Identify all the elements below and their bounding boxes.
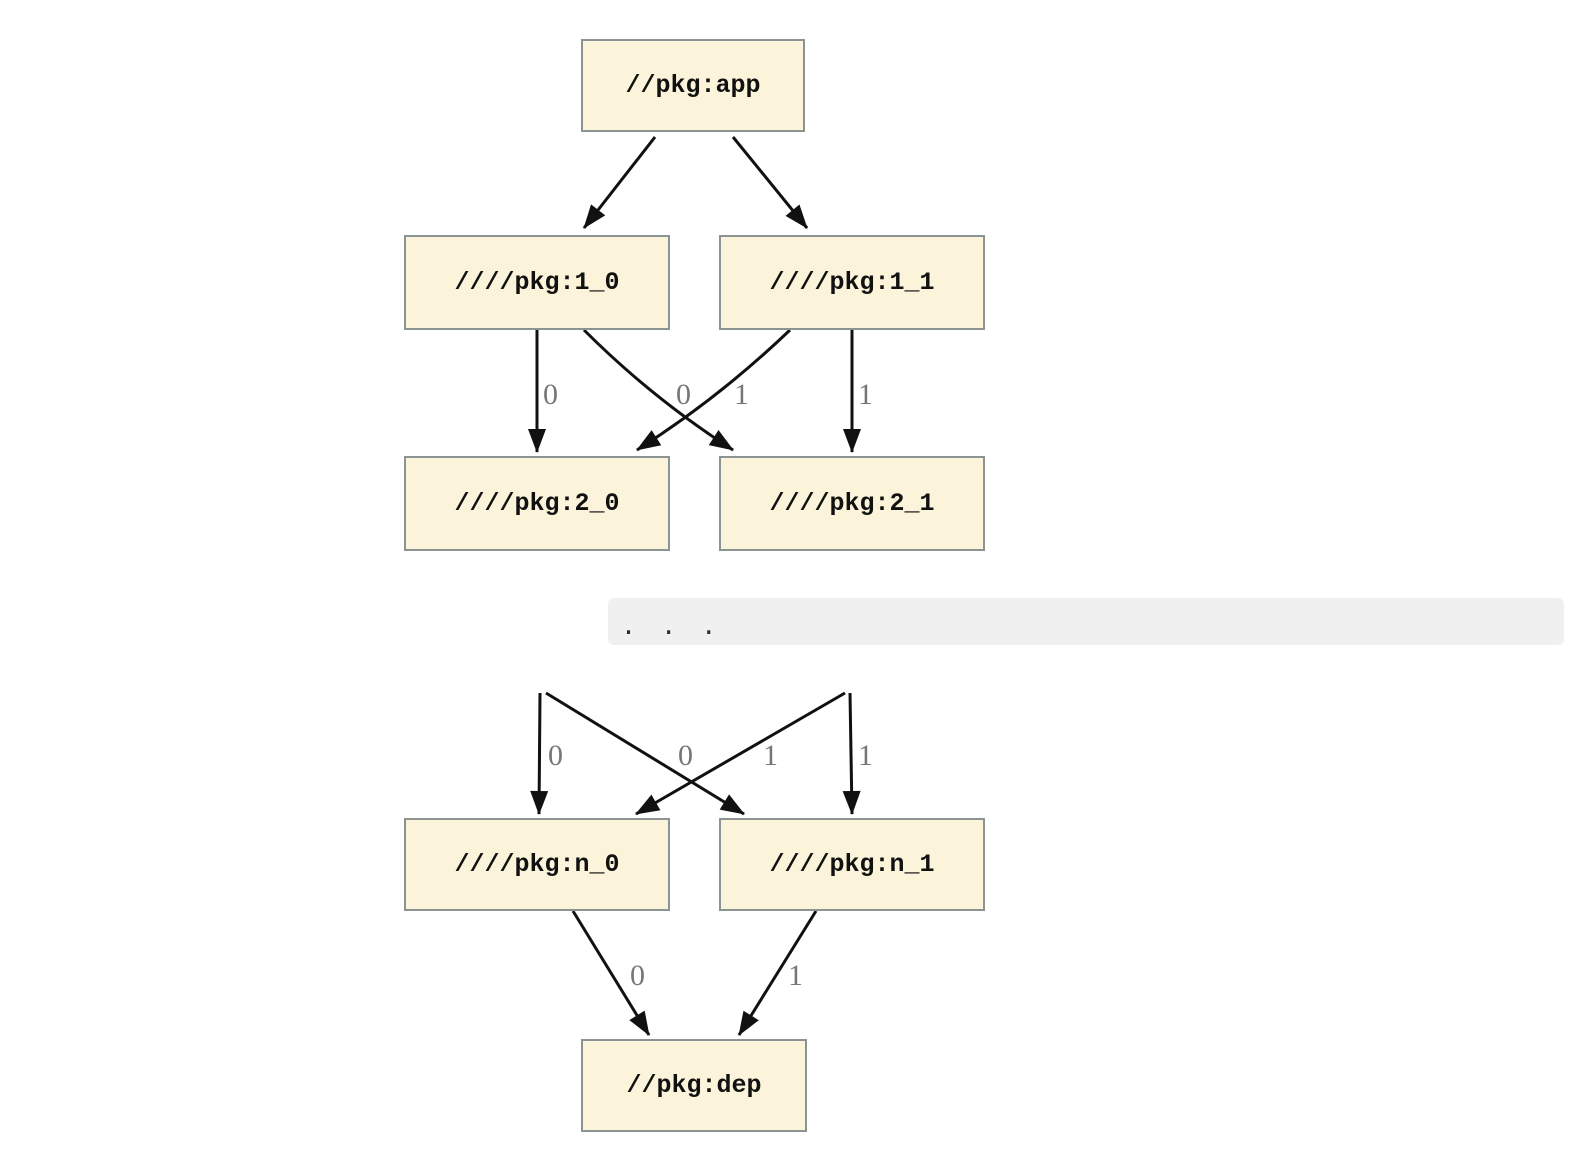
edge-app-to-1_0 (582, 136, 657, 229)
edge-1_0-to-2_1 (582, 328, 734, 452)
edge-n_0-to-dep (571, 910, 651, 1036)
edge-n_1-to-dep (737, 910, 818, 1036)
edge-ellipsis-to-n_0-left (530, 692, 549, 815)
node-pkg-dep: //pkg:dep (581, 1039, 807, 1132)
node-pkg-1_0: ////pkg:1_0 (404, 235, 670, 330)
edge-1_1-to-2_0 (636, 328, 792, 452)
node-pkg-app: //pkg:app (581, 39, 805, 132)
edge-ellipsis-to-n_1-cross (545, 691, 745, 816)
edge-label: 1 (858, 378, 873, 411)
node-pkg-n_0: ////pkg:n_0 (404, 818, 670, 911)
node-pkg-2_1: ////pkg:2_1 (719, 456, 985, 551)
edge-label: 0 (543, 378, 558, 411)
edge-label: 1 (763, 739, 778, 772)
edge-label: 0 (678, 739, 693, 772)
edge-label: 0 (630, 959, 645, 992)
edge-app-to-1_1 (731, 136, 809, 229)
edge-ellipsis-to-n_0-cross (635, 691, 846, 816)
edge-label: 1 (734, 378, 749, 411)
node-pkg-2_0: ////pkg:2_0 (404, 456, 670, 551)
edge-label: 1 (858, 739, 873, 772)
node-pkg-n_1: ////pkg:n_1 (719, 818, 985, 911)
edge-label: 0 (548, 739, 563, 772)
node-pkg-1_1: ////pkg:1_1 (719, 235, 985, 330)
edge-label: 1 (788, 959, 803, 992)
ellipsis-band: . . . (608, 598, 1564, 645)
edge-ellipsis-to-n_1-right (842, 692, 861, 815)
edge-label: 0 (676, 378, 691, 411)
